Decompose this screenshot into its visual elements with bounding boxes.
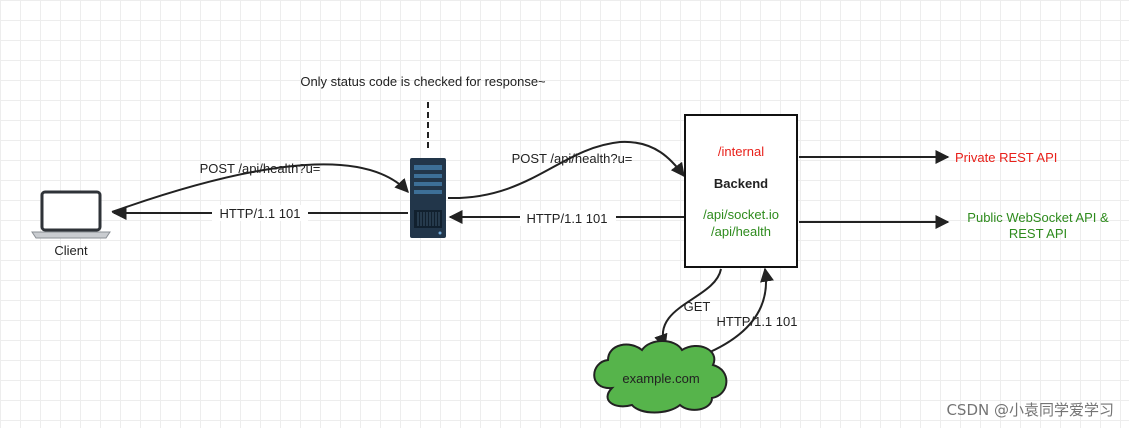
- cloud-to-backend-arrow: [709, 267, 774, 353]
- cloud-response-label: HTTP/1.1 101: [717, 314, 798, 329]
- csdn-watermark: CSDN @小袁同学爱学习: [946, 401, 1114, 419]
- client-label: Client: [54, 243, 88, 258]
- backend-to-proxy-label: HTTP/1.1 101: [527, 211, 608, 226]
- laptop-icon[interactable]: [31, 190, 111, 239]
- label-bg: [212, 205, 308, 221]
- public-api-label-line1: Public WebSocket API &: [967, 210, 1109, 225]
- client-to-proxy-arrow: [111, 163, 409, 213]
- backend-title: Backend: [714, 176, 768, 191]
- proxy-to-backend-label: POST /api/health?u=: [512, 151, 633, 166]
- proxy-to-backend-arrow: [447, 140, 685, 200]
- public-route-socketio: /api/socket.io: [703, 207, 779, 222]
- backend-box[interactable]: [684, 114, 798, 268]
- private-api-label: Private REST API: [955, 150, 1057, 165]
- cloud-label: example.com: [622, 371, 699, 386]
- status-code-note: Only status code is checked for response…: [300, 74, 546, 89]
- server-icon[interactable]: [410, 158, 446, 238]
- internal-route: /internal: [718, 144, 764, 159]
- client-to-proxy-label: POST /api/health?u=: [200, 161, 321, 176]
- public-route-health: /api/health: [711, 224, 771, 239]
- backend-to-cloud-arrow: [654, 268, 722, 349]
- cloud-icon[interactable]: [593, 340, 728, 414]
- label-bg: [520, 210, 616, 226]
- public-api-label-line2: REST API: [1009, 226, 1067, 241]
- get-label: GET: [684, 299, 711, 314]
- proxy-to-client-label: HTTP/1.1 101: [220, 206, 301, 221]
